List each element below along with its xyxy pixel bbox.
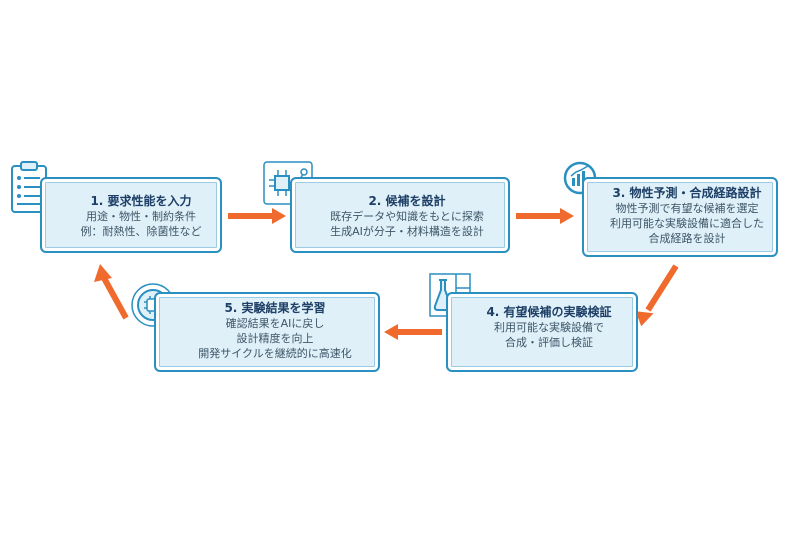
step-5-line-3: 開発サイクルを継続的に高速化	[198, 347, 352, 360]
step-1-line-1: 用途・物性・制約条件	[86, 210, 196, 223]
clipboard-icon	[8, 160, 52, 213]
step-3-line-2: 利用可能な実験設備に適合した	[610, 217, 764, 230]
step-1-title: 1. 要求性能を入力	[90, 194, 192, 208]
step-3-line-1: 物性予測で有望な候補を選定	[615, 202, 759, 215]
step-3-box: 3. 物性予測・合成経路設計 物性予測で有望な候補を選定 利用可能な実験設備に適…	[582, 177, 778, 257]
step-4-line-1: 利用可能な実験設備で	[494, 321, 604, 334]
step-2-title: 2. 候補を設計	[368, 194, 446, 208]
step-1-box: 1. 要求性能を入力 用途・物性・制約条件 例：耐熱性、除菌性など	[40, 177, 222, 253]
step-5-line-1: 確認結果をAIに戻し	[225, 317, 325, 330]
step-4-box: 4. 有望候補の実験検証 利用可能な実験設備で 合成・評価し検証	[446, 292, 638, 372]
step-5-box: 5. 実験結果を学習 確認結果をAIに戻し 設計精度を向上 開発サイクルを継続的…	[154, 292, 380, 372]
arrow-left	[384, 324, 442, 340]
step-5-line-2: 設計精度を向上	[236, 332, 314, 345]
arrow-diagonal-down	[635, 264, 679, 326]
step-2-line-1: 既存データや知識をもとに探索	[330, 210, 484, 223]
step-2-box: 2. 候補を設計 既存データや知識をもとに探索 生成AIが分子・材料構造を設計	[290, 177, 510, 253]
step-4-line-2: 合成・評価し検証	[505, 336, 593, 349]
arrow-right-1	[228, 208, 286, 224]
step-4-title: 4. 有望候補の実験検証	[486, 305, 612, 319]
arrow-right-2	[516, 208, 574, 224]
arrow-diagonal-up	[94, 264, 129, 320]
step-1-line-2: 例：耐熱性、除菌性など	[80, 225, 202, 238]
step-5-title: 5. 実験結果を学習	[224, 301, 326, 315]
step-3-title: 3. 物性予測・合成経路設計	[612, 186, 762, 200]
step-2-line-2: 生成AIが分子・材料構造を設計	[330, 225, 484, 238]
step-3-line-3: 合成経路を設計	[648, 232, 726, 245]
